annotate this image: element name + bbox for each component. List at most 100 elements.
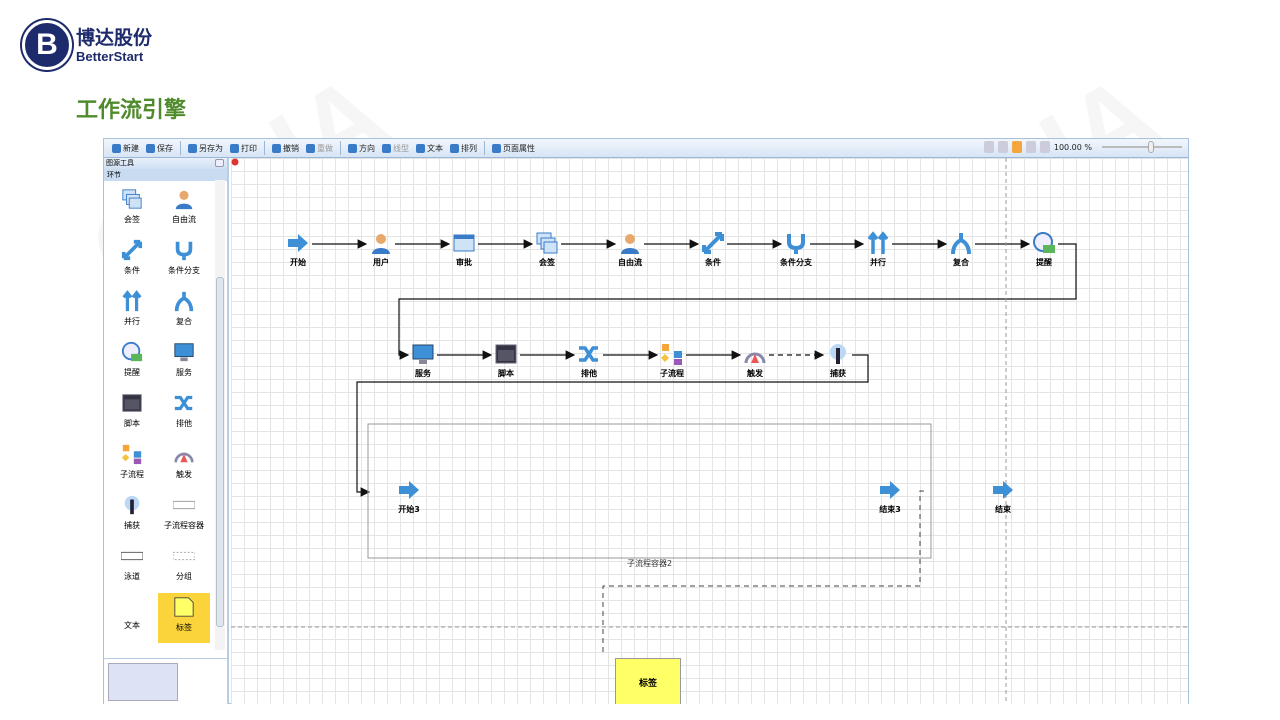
canvas[interactable]: 子流程容器2 标签 开始用户审批 会签 自由流条件 条件分支 并行复合 提醒服务脚本排他子… [231,158,1188,704]
toolbar-label: 文本 [427,143,443,153]
flow-node[interactable]: 会签 [517,231,577,268]
toolbar-label: 重做 [317,143,333,153]
palette-item[interactable]: 子流程容器 [158,491,210,541]
panel-section[interactable]: 环节 [104,169,227,181]
palette-item[interactable]: 自由流 [158,185,210,235]
node-label: 条件分支 [780,258,812,267]
magnifier-icon[interactable] [997,141,1008,153]
zoom-controls: 100.00 % [983,141,1182,153]
toolbar-icon [382,143,391,153]
start-icon [399,481,419,499]
hand-tool-icon[interactable] [983,141,994,153]
toolbar-button[interactable]: 保存 [146,143,173,154]
flow-node[interactable]: 捕获 [808,342,868,379]
collapse-button[interactable] [215,159,224,167]
palette-item[interactable]: 泳道 [106,542,158,592]
node-label: 结束3 [879,505,901,514]
flow-node[interactable]: 用户 [351,231,411,268]
palette-item-label: 排他 [176,419,192,428]
toolbar-button[interactable]: 方向 [348,143,375,154]
flow-node[interactable]: 开始3 [379,478,439,515]
toolbar-icon [306,143,315,153]
palette-item[interactable]: 并行 [106,287,158,337]
toolbar-icon [416,143,425,153]
zoom-slider[interactable] [1102,141,1182,153]
toolbar-button[interactable]: 线型 [382,143,409,154]
minimap[interactable] [104,658,227,704]
palette-item[interactable]: 子流程 [106,440,158,490]
flow-node[interactable]: 条件 [683,231,743,268]
flow-node[interactable]: 提醒 [1014,231,1074,268]
select-tool-icon[interactable] [1011,141,1022,153]
flow-node[interactable]: 条件分支 [766,231,826,268]
fit-width-icon[interactable] [1039,141,1050,153]
parallel-icon [867,231,889,254]
countersign-icon [122,189,142,209]
flow-node[interactable]: 服务 [393,342,453,379]
toolbar-label: 线型 [393,143,409,153]
toolbar-button[interactable]: 撤销 [272,143,299,154]
lane-icon [120,551,144,561]
text-tool-icon [121,596,143,618]
node-label: 条件 [705,258,721,267]
palette-item-label: 分组 [176,572,192,581]
palette-item[interactable]: 标签 [158,593,210,643]
palette-item[interactable]: 条件分支 [158,236,210,286]
toolbar-button[interactable]: 文本 [416,143,443,154]
toolbar-button[interactable]: 新建 [112,143,139,154]
toolbar-button[interactable]: 页面属性 [492,143,535,154]
flow-node[interactable]: 复合 [931,231,991,268]
toolbar-button[interactable]: 排列 [450,143,477,154]
palette-item-label: 标签 [176,623,192,632]
flow-node[interactable]: 子流程 [642,342,702,379]
flow-node[interactable]: 开始 [268,231,328,268]
flow-node[interactable]: 脚本 [476,342,536,379]
user-icon [175,190,193,210]
palette-item-label: 脚本 [124,419,140,428]
palette-scrollbar[interactable] [215,180,225,650]
toolbar-button[interactable]: 打印 [230,143,257,154]
fit-page-icon[interactable] [1025,141,1036,153]
brand-en: BetterStart [76,48,144,64]
node-label: 审批 [456,258,472,267]
toolbar-separator [340,141,341,155]
palette-item[interactable]: 分组 [158,542,210,592]
tag-node[interactable]: 标签 [615,658,681,704]
condition-icon [702,232,724,254]
palette-item[interactable]: 脚本 [106,389,158,439]
palette-item[interactable]: 条件 [106,236,158,286]
tag-icon [174,597,194,617]
toolbar-label: 页面属性 [503,143,535,153]
toolbar-button[interactable]: 另存为 [188,143,223,154]
node-label: 会签 [539,258,555,267]
palette-item[interactable]: 提醒 [106,338,158,388]
flow-node[interactable]: 并行 [848,231,908,268]
palette-item[interactable]: 捕获 [106,491,158,541]
flow-node[interactable]: 自由流 [600,231,660,268]
palette-item[interactable]: 触发 [158,440,210,490]
palette-item[interactable]: 会签 [106,185,158,235]
node-label: 复合 [953,258,969,267]
toolbar-button[interactable]: 重做 [306,143,333,154]
flow-node[interactable]: 结束 [973,478,1033,515]
flow-node[interactable]: 触发 [725,342,785,379]
palette-item[interactable]: 复合 [158,287,210,337]
flow-node[interactable]: 审批 [434,231,494,268]
workflow-editor: 新建保存另存为打印撤销重做方向线型文本排列页面属性 100.00 % 图源工具 … [103,138,1189,704]
node-label: 触发 [747,369,763,378]
flow-node[interactable]: 排他 [559,342,619,379]
palette-item[interactable]: 文本 [106,593,158,643]
palette-item[interactable]: 服务 [158,338,210,388]
trigger-icon [744,352,766,364]
container-label: 子流程容器2 [627,559,673,568]
palette-item[interactable]: 排他 [158,389,210,439]
flow-node[interactable]: 结束3 [860,478,920,515]
condition-icon [121,239,143,261]
trigger-icon [174,452,194,463]
node-label: 开始3 [398,505,420,514]
palette-item-label: 服务 [176,368,192,377]
toolbar-label: 方向 [359,143,375,153]
node-label: 提醒 [1036,258,1052,267]
toolbar-icon [492,143,501,153]
palette-item-label: 文本 [124,621,140,630]
